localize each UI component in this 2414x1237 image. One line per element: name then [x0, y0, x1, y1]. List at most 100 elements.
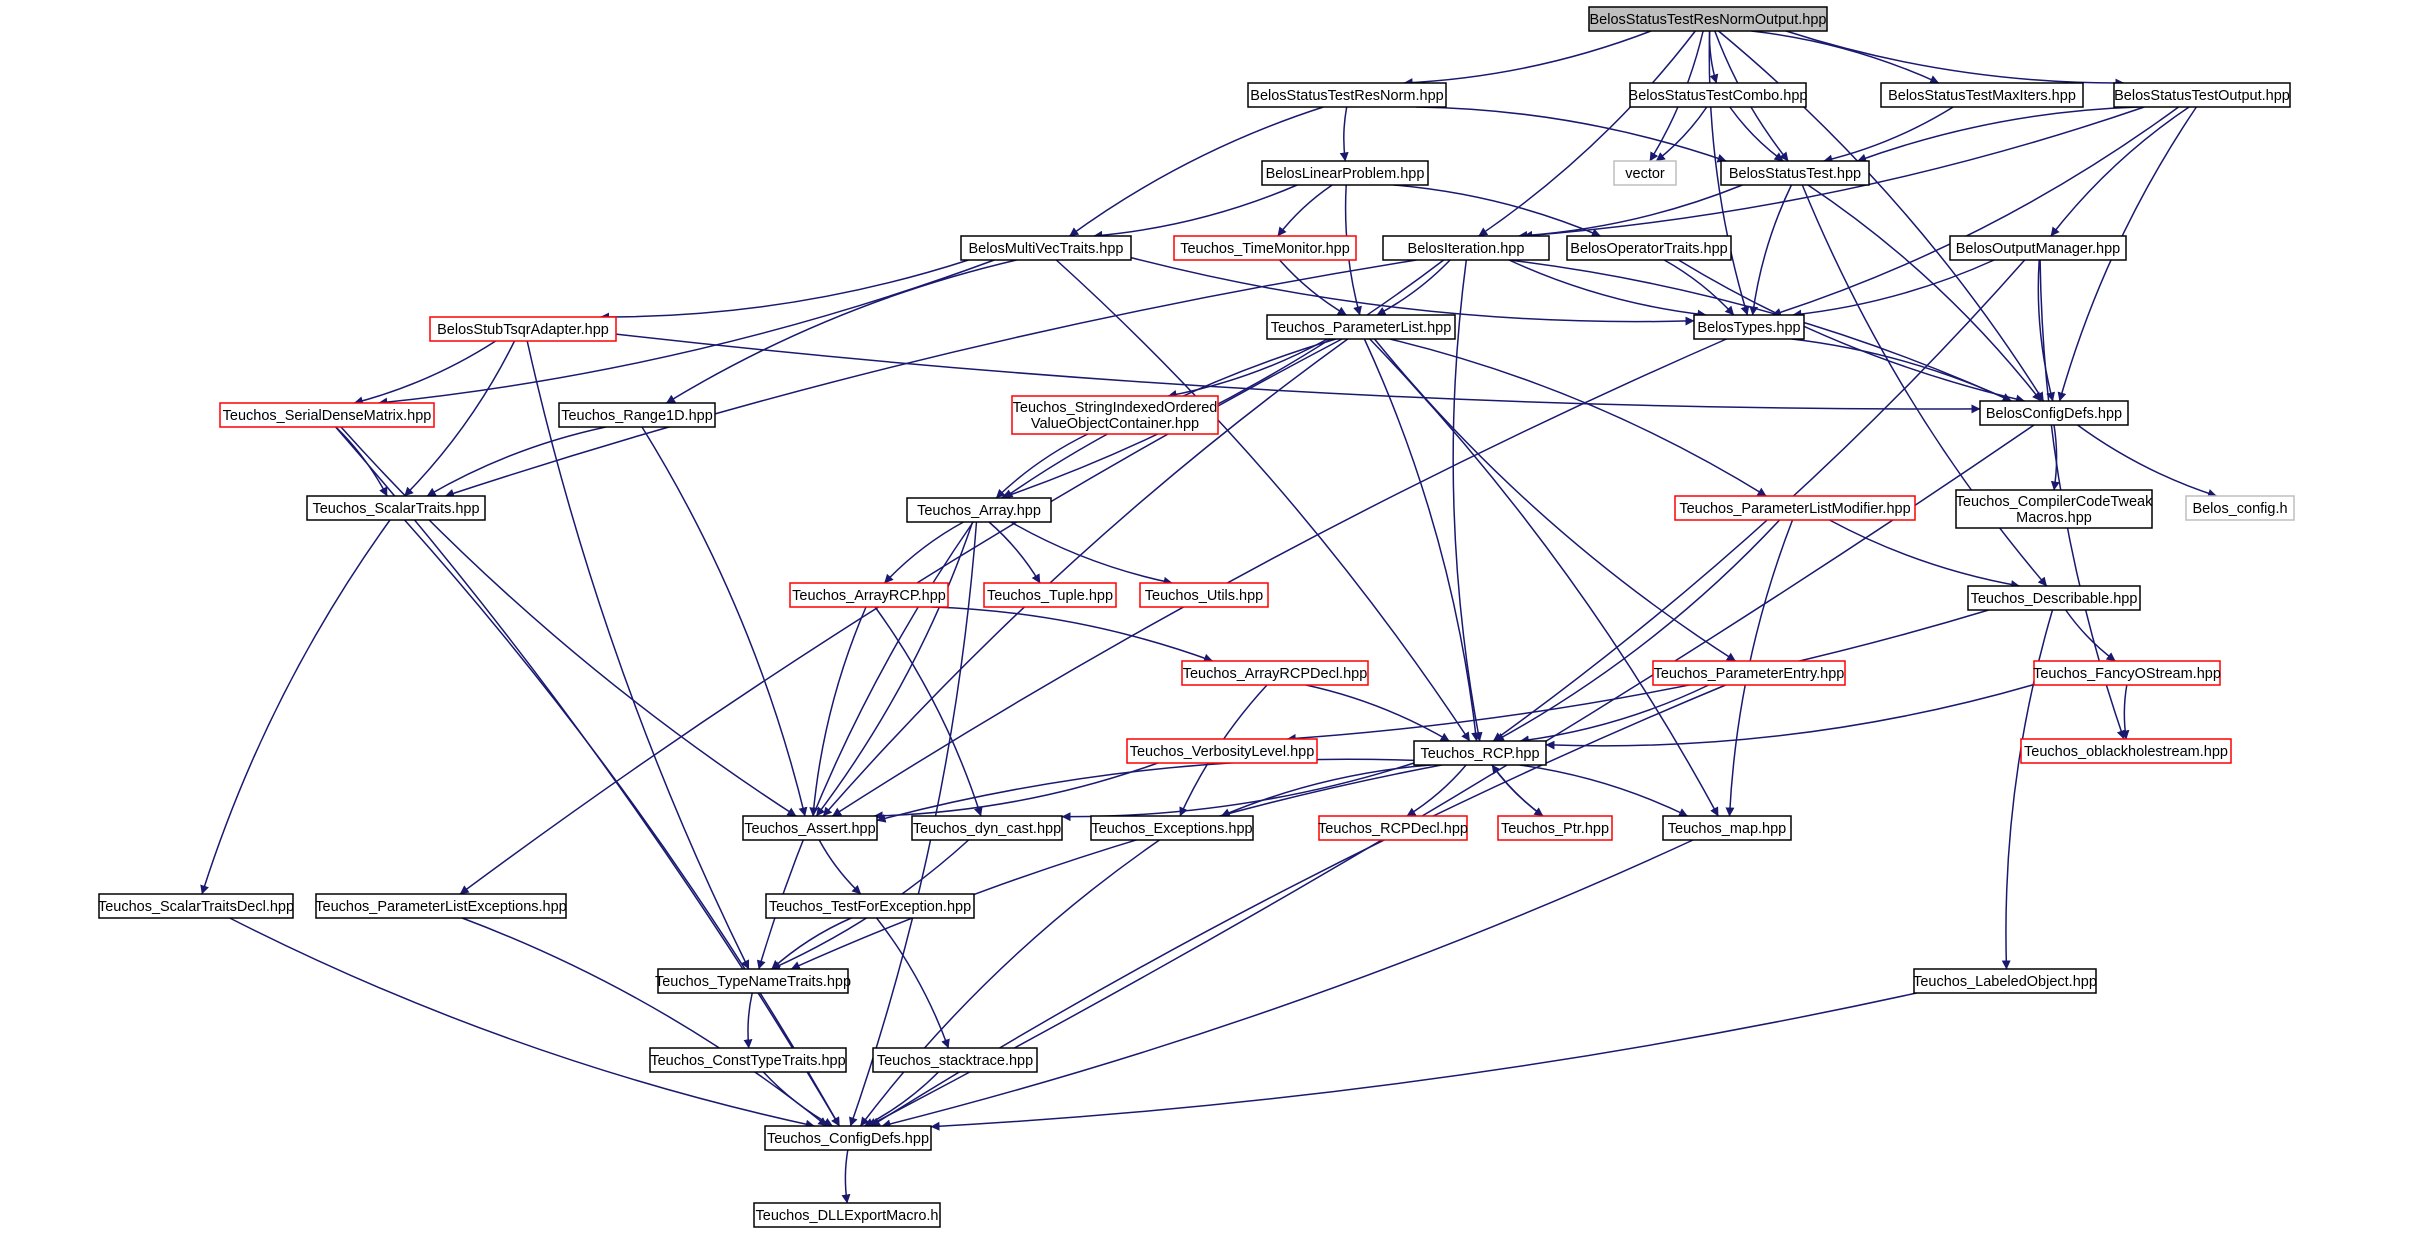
graph-node[interactable]: Teuchos_map.hpp [1662, 815, 1792, 841]
node-label: Teuchos_stacktrace.hpp [877, 1053, 1033, 1069]
node-box [1497, 815, 1613, 841]
graph-node[interactable]: BelosMultiVecTraits.hpp [960, 235, 1132, 261]
node-label: BelosStatusTestResNorm.hpp [1250, 88, 1443, 104]
dependency-edge [353, 340, 497, 406]
graph-node: vector [1613, 160, 1677, 186]
graph-node[interactable]: Teuchos_ParameterListModifier.hpp [1674, 495, 1916, 521]
node-label: BelosStubTsqrAdapter.hpp [437, 322, 609, 338]
graph-node[interactable]: Teuchos_Array.hpp [906, 497, 1052, 523]
node-label: BelosTypes.hpp [1697, 320, 1800, 336]
graph-node[interactable]: BelosStatusTestResNorm.hpp [1247, 82, 1447, 108]
dependency-edge [1010, 521, 1173, 586]
graph-node[interactable]: Teuchos_ParameterListExceptions.hpp [315, 893, 567, 919]
graph-node[interactable]: Teuchos_TimeMonitor.hpp [1173, 235, 1357, 261]
graph-node[interactable]: Teuchos_SerialDenseMatrix.hpp [219, 402, 435, 428]
graph-node[interactable]: BelosStubTsqrAdapter.hpp [429, 316, 617, 342]
dependency-edge [1785, 30, 2125, 88]
dependency-edge [600, 259, 969, 322]
dependency-edge [1000, 259, 1445, 500]
graph-node[interactable]: Teuchos_VerbosityLevel.hpp [1126, 738, 1318, 764]
dependency-edge [1678, 259, 2025, 404]
graph-node[interactable]: BelosOutputManager.hpp [1949, 235, 2127, 261]
graph-node[interactable]: Teuchos_Exceptions.hpp [1090, 815, 1254, 841]
graph-node[interactable]: BelosStatusTestOutput.hpp [2113, 82, 2291, 108]
dependency-edge [1305, 684, 1450, 742]
graph-node[interactable]: Teuchos_Ptr.hpp [1497, 815, 1613, 841]
graph-node[interactable]: Teuchos_Describable.hpp [1967, 585, 2141, 611]
graph-node[interactable]: Teuchos_ParameterList.hpp [1266, 314, 1456, 340]
dependency-edge [1829, 519, 2020, 589]
dependency-edge [1406, 764, 1467, 817]
node-box [219, 402, 435, 428]
dependency-edge [1452, 259, 1483, 742]
graph-node[interactable]: BelosTypes.hpp [1693, 314, 1805, 340]
node-label: vector [1625, 166, 1665, 182]
graph-node[interactable]: Teuchos_ScalarTraits.hpp [306, 495, 486, 521]
node-box [765, 893, 975, 919]
graph-node[interactable]: Teuchos_LabeledObject.hpp [1913, 968, 2097, 994]
graph-node[interactable]: Teuchos_ConfigDefs.hpp [764, 1125, 932, 1151]
node-label: Teuchos_ParameterListModifier.hpp [1679, 501, 1910, 517]
dependency-edge [1749, 184, 1793, 316]
graph-node[interactable]: Teuchos_Utils.hpp [1139, 582, 1269, 608]
node-label: Teuchos_RCP.hpp [1420, 746, 1539, 762]
node-label: Teuchos_Array.hpp [917, 503, 1041, 519]
graph-node[interactable]: BelosStatusTest.hpp [1720, 160, 1870, 186]
graph-node[interactable]: Teuchos_FancyOStream.hpp [2033, 660, 2221, 686]
node-label: Teuchos_ArrayRCPDecl.hpp [1183, 666, 1368, 682]
dependency-edge [1130, 256, 1695, 326]
dependency-edge [1519, 684, 1710, 745]
graph-node[interactable]: BelosConfigDefs.hpp [1979, 400, 2129, 426]
dependency-edge [2065, 609, 2116, 662]
node-box [1382, 235, 1550, 261]
graph-node[interactable]: Teuchos_Assert.hpp [742, 815, 878, 841]
graph-node[interactable]: Teuchos_oblackholestream.hpp [2020, 738, 2232, 764]
graph-node[interactable]: Teuchos_RCPDecl.hpp [1318, 815, 1468, 841]
dependency-edge [1277, 184, 1333, 237]
node-box [2020, 738, 2232, 764]
node-label: Teuchos_ConfigDefs.hpp [767, 1131, 929, 1147]
graph-node[interactable]: Teuchos_ArrayRCPDecl.hpp [1181, 660, 1369, 686]
dependency-edge [762, 1071, 833, 1127]
node-box [906, 497, 1052, 523]
graph-node[interactable]: Teuchos_DLLExportMacro.h [753, 1202, 941, 1228]
dependency-edge [1545, 683, 2035, 750]
graph-node[interactable]: Teuchos_ConstTypeTraits.hpp [649, 1047, 847, 1073]
graph-node[interactable]: BelosStatusTestCombo.hpp [1629, 82, 1808, 108]
dependency-edge [461, 917, 828, 1127]
graph-node[interactable]: Teuchos_ParameterEntry.hpp [1652, 660, 1846, 686]
dependency-edge [1823, 106, 1954, 164]
dependency-edge [229, 917, 815, 1129]
graph-node[interactable]: Teuchos_ScalarTraitsDecl.hpp [98, 893, 294, 919]
node-label: Teuchos_Utils.hpp [1145, 588, 1264, 604]
dependency-edge [615, 333, 1981, 414]
dependency-edge [876, 758, 1415, 823]
graph-node[interactable]: BelosStatusTestMaxIters.hpp [1880, 82, 2084, 108]
dependency-edge [1403, 30, 1652, 88]
graph-node[interactable]: Teuchos_dyn_cast.hpp [911, 815, 1063, 841]
dependency-edge [1718, 30, 2045, 402]
graph-node[interactable]: BelosOperatorTraits.hpp [1566, 235, 1732, 261]
graph-node[interactable]: Teuchos_Tuple.hpp [983, 582, 1117, 608]
graph-node[interactable]: BelosLinearProblem.hpp [1261, 160, 1429, 186]
node-box [1979, 400, 2129, 426]
dependency-edge [876, 917, 950, 1049]
graph-node[interactable]: Teuchos_StringIndexedOrderedValueObjectC… [1011, 395, 1219, 435]
graph-node[interactable]: Teuchos_Range1D.hpp [558, 402, 716, 428]
graph-node[interactable]: Teuchos_TestForException.hpp [765, 893, 975, 919]
graph-node[interactable]: Teuchos_stacktrace.hpp [872, 1047, 1038, 1073]
graph-node[interactable]: BelosIteration.hpp [1382, 235, 1550, 261]
dependency-edge [1751, 30, 1940, 84]
node-label: Teuchos_StringIndexedOrdered [1013, 400, 1218, 416]
dependency-edge [867, 424, 2035, 1127]
dependency-edge [1508, 259, 1707, 319]
dependency-edge [1708, 30, 1750, 316]
graph-node[interactable]: Teuchos_TypeNameTraits.hpp [655, 968, 851, 994]
node-box [1588, 6, 1828, 32]
node-label: Teuchos_ScalarTraitsDecl.hpp [98, 899, 294, 915]
node-box [1967, 585, 2141, 611]
graph-node[interactable]: Teuchos_RCP.hpp [1413, 740, 1547, 766]
graph-node[interactable]: Teuchos_ArrayRCP.hpp [789, 582, 949, 608]
node-box [1674, 495, 1916, 521]
